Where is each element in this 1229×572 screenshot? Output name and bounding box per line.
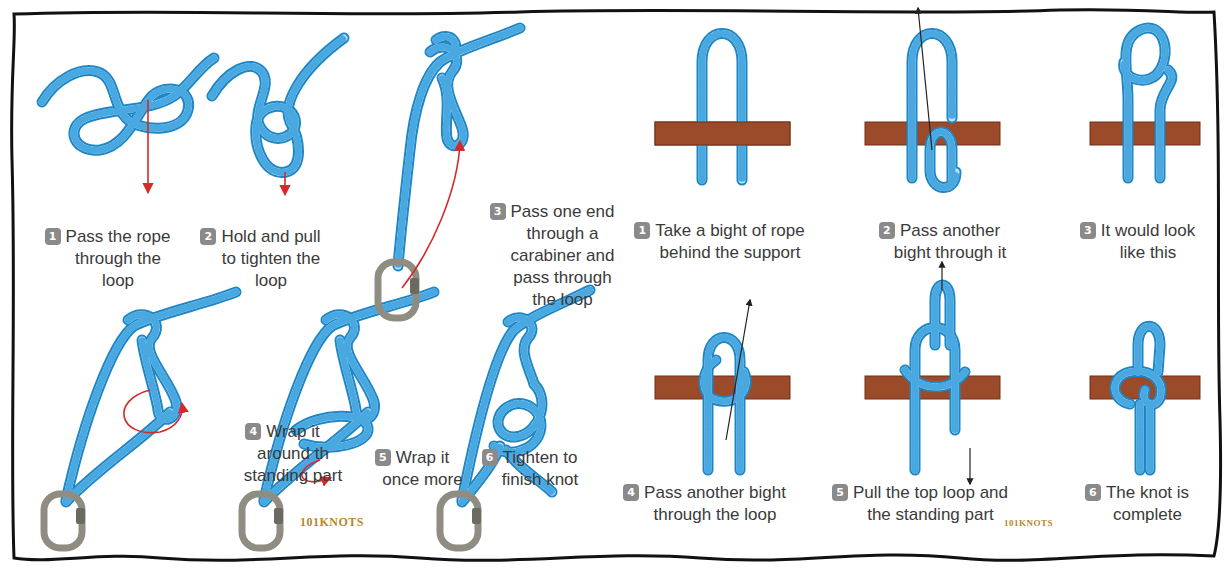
carabiners [44,262,478,548]
step-badge: 4 [245,423,261,440]
step-badge: 2 [200,228,216,245]
step-number: 4 [249,426,257,437]
step-caption: It would look like this [1098,220,1198,264]
rope-outline [42,28,1172,502]
step-badge: 2 [879,222,895,239]
step-caption: Pass another bight through it [890,220,1010,264]
step-number: 1 [639,225,647,236]
step-badge: 5 [375,449,391,466]
step-caption: Pull the top loop and the standing part [848,482,1013,526]
rope-body [42,28,1172,502]
step-number: 6 [486,452,494,463]
step-number: 3 [494,206,502,217]
step-number: 5 [379,452,387,463]
rope-texture [42,28,1172,502]
step-caption: Take a bight of rope behind the support [650,220,810,264]
wavy-frame [12,10,1221,561]
support-bar-front [655,122,790,145]
step-number: 6 [1089,487,1097,498]
step-caption: The knot is complete [1100,482,1195,526]
carabiner-gates [76,278,481,524]
step-number: 2 [205,231,213,242]
step-number: 2 [883,225,891,236]
step-badge: 6 [1085,484,1101,501]
step-caption: Tighten to finish knot [495,447,585,491]
step-badge: 3 [490,203,506,220]
step-badge: 1 [634,222,650,239]
step-number: 1 [49,231,57,242]
step-badge: 1 [45,228,61,245]
step-badge: 3 [1080,222,1096,239]
watermark: 101KNOTS [300,515,364,530]
step-number: 4 [627,487,635,498]
step-caption: Pass the rope through the loop [62,226,174,292]
step-number: 5 [836,487,844,498]
step-caption: Hold and pull to tighten the loop [215,226,327,292]
step-caption: Pass another bight through the loop [640,482,790,526]
step-badge: 4 [623,484,639,501]
step-caption: Wrap it once more [380,447,465,491]
step-badge: 6 [482,449,498,466]
step-number: 3 [1084,225,1092,236]
step-caption: Pass one end through a carabiner and pas… [505,201,620,311]
step-badge: 5 [832,484,848,501]
watermark: 101KNOTS [1004,518,1053,528]
